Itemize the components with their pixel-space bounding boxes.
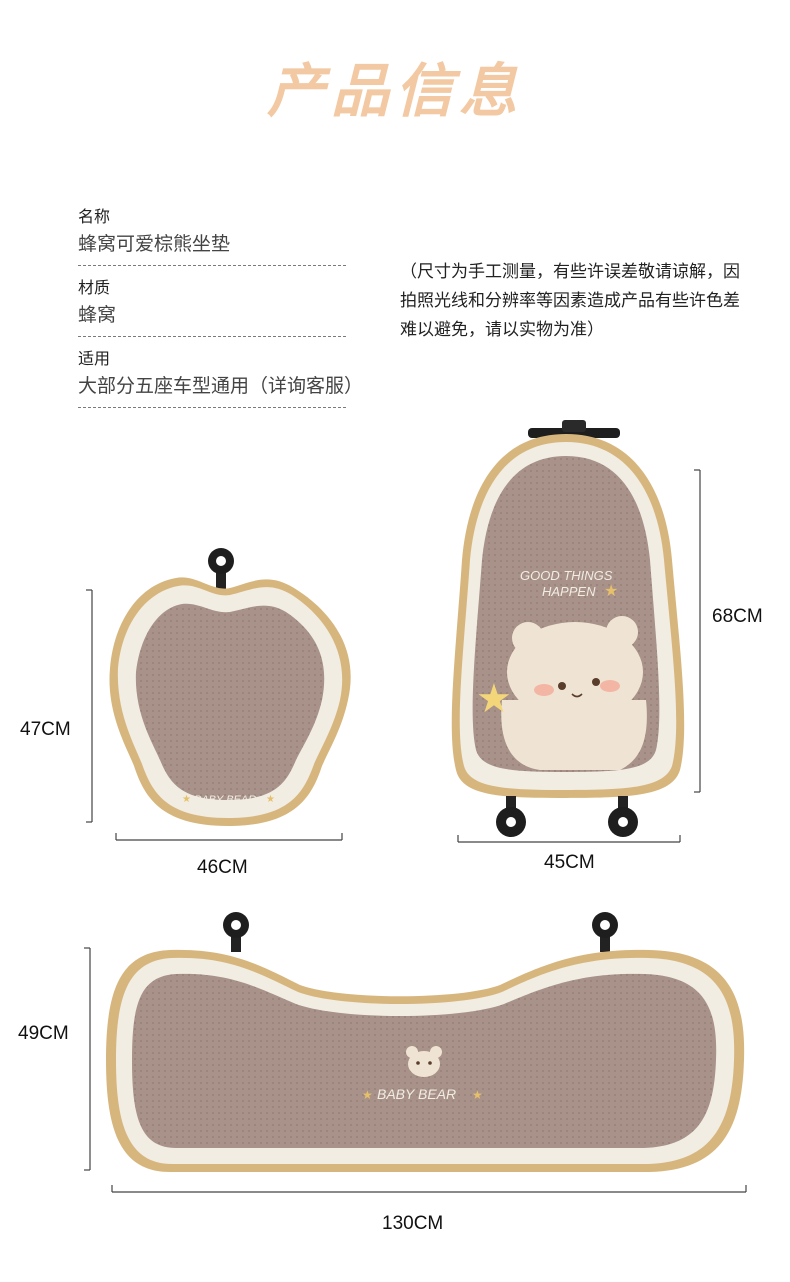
paw-width-label: 46CM [197, 857, 248, 878]
measurement-note: （尺寸为手工测量，有些许误差敬请谅解，因拍照光线和分辨率等因素造成产品有些许色差… [400, 262, 740, 340]
back-width-label: 45CM [544, 852, 595, 873]
material-value: 蜂窝 [78, 304, 117, 326]
back-dimension-lines [457, 469, 701, 843]
paw-print-text: BABY BEAR [194, 794, 256, 806]
divider [78, 336, 346, 337]
svg-text:★: ★ [604, 581, 618, 600]
svg-text:★: ★ [182, 794, 191, 805]
svg-text:★: ★ [472, 1088, 483, 1102]
material-field: 材质 蜂窝 [78, 276, 378, 337]
name-field: 名称 蜂窝可爱棕熊坐垫 [78, 205, 378, 266]
svg-text:★: ★ [362, 1088, 373, 1102]
long-cushion-image: ★ ★ BABY BEAR [106, 912, 745, 1172]
back-wheel-clips [496, 796, 638, 837]
long-print-text: BABY BEAR [377, 1086, 456, 1102]
back-height-label: 68CM [712, 606, 763, 627]
long-width-label: 130CM [382, 1213, 444, 1234]
back-print-line1: GOOD THINGS [520, 568, 613, 583]
long-dimension-lines [84, 947, 747, 1193]
name-value: 蜂窝可爱棕熊坐垫 [78, 233, 231, 255]
fit-field: 适用 大部分五座车型通用（详询客服） [78, 347, 378, 408]
back-print-line2: HAPPEN [542, 584, 596, 599]
long-strap-clips [223, 912, 618, 952]
paw-dimension-lines [86, 589, 343, 841]
svg-text:★: ★ [476, 676, 512, 722]
long-height-label: 49CM [18, 1023, 69, 1044]
page-title: 产品信息 [266, 57, 523, 125]
paw-strap-clip [208, 548, 234, 590]
name-label: 名称 [78, 207, 111, 226]
divider [78, 265, 346, 266]
paw-height-label: 47CM [20, 719, 71, 740]
product-info-list: 名称 蜂窝可爱棕熊坐垫 材质 蜂窝 适用 大部分五座车型通用（详询客服） [78, 205, 378, 418]
fit-label: 适用 [78, 349, 111, 368]
bear-face-badge [406, 1046, 442, 1077]
svg-text:★: ★ [266, 794, 275, 805]
paw-cushion-image: ★ ★ BABY BEAR [109, 548, 351, 826]
fit-value: 大部分五座车型通用（详询客服） [78, 375, 364, 397]
material-label: 材质 [78, 278, 111, 297]
back-cushion-image: GOOD THINGS HAPPEN ★ ★ [451, 420, 685, 837]
divider [78, 407, 346, 408]
bear-illustration: ★ [476, 616, 647, 770]
